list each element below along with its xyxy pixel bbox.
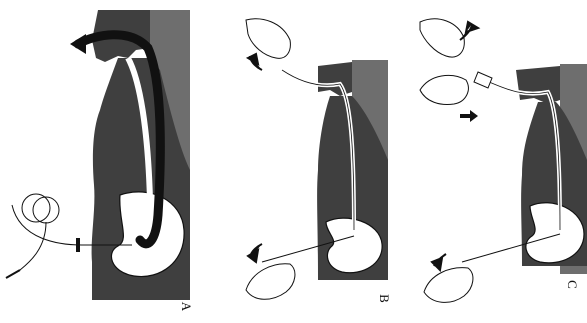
panel-c-head	[516, 66, 560, 104]
panel-label-a: A	[180, 302, 193, 311]
bag-icon	[474, 72, 492, 88]
arrow-icon	[248, 54, 262, 70]
panel-label-c: C	[566, 280, 579, 289]
panel-a-clamp	[76, 238, 80, 252]
panel-label-b: B	[378, 294, 391, 303]
panel-b	[246, 19, 388, 299]
arrow-icon	[70, 34, 86, 54]
panel-a-guidewire-lead	[20, 222, 46, 270]
panel-b-head	[318, 62, 352, 96]
hand-icon	[420, 19, 464, 57]
hand-icon	[246, 19, 290, 58]
panel-a	[6, 10, 190, 300]
hand-icon	[246, 264, 295, 300]
arrow-icon	[460, 22, 478, 40]
arrow-icon	[460, 110, 478, 122]
arrow-icon	[248, 244, 262, 262]
coiled-tube-icon	[22, 194, 59, 223]
panel-c	[420, 19, 587, 303]
arrow-icon	[432, 254, 446, 270]
hand-icon	[420, 75, 468, 104]
panel-a-cannula	[6, 270, 20, 278]
hand-icon	[424, 268, 473, 303]
